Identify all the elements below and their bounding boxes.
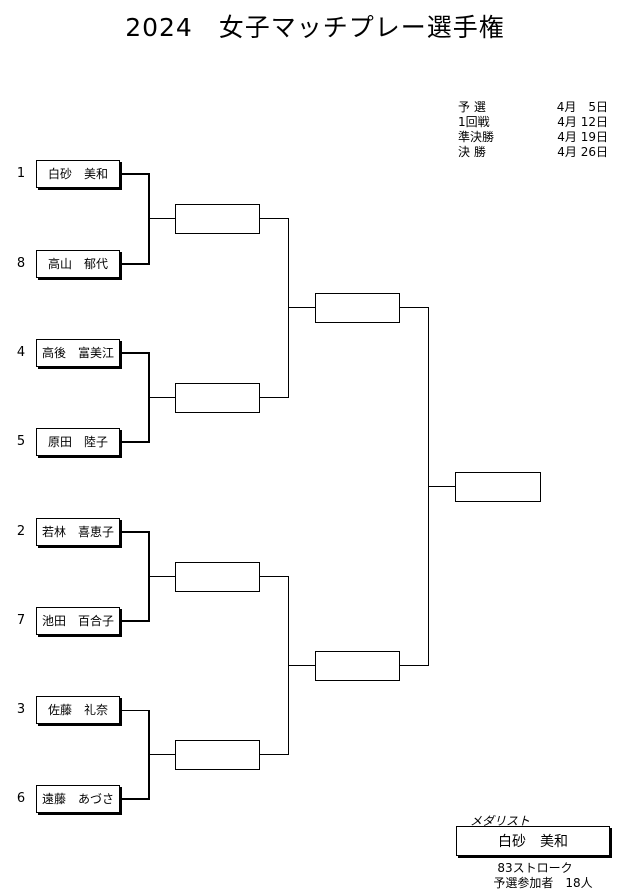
semifinal-slot: [175, 562, 260, 592]
schedule-date: 4月 5日: [556, 100, 608, 114]
qualifying-participants: 予選参加者 18人: [493, 876, 593, 890]
schedule: 予 選 4月 5日 1回戦 4月 12日 準決勝 4月 19日 決 勝 4月 2…: [458, 100, 608, 160]
bracket-line: [149, 218, 175, 219]
semifinal-slot: [175, 204, 260, 234]
schedule-label: 1回戦: [458, 115, 490, 129]
bracket-line: [120, 798, 149, 800]
schedule-date: 4月 19日: [557, 130, 608, 144]
medalist-name: 白砂 美和: [456, 826, 610, 856]
seed-number: 7: [16, 613, 26, 628]
bracket-line: [120, 710, 149, 711]
player-box: 佐藤 礼奈: [36, 696, 120, 724]
semifinal-slot: [175, 740, 260, 770]
seed-number: 4: [16, 345, 26, 360]
schedule-label: 準決勝: [458, 130, 495, 144]
seed-number: 5: [16, 434, 26, 449]
bracket-line: [120, 263, 149, 265]
bracket-line: [149, 397, 175, 398]
semifinal-slot: [175, 383, 260, 413]
player-box: 遠藤 あづさ: [36, 785, 120, 813]
bracket-line: [149, 576, 175, 577]
bracket-line: [149, 754, 175, 755]
page-title: 2024 女子マッチプレー選手権: [125, 13, 505, 42]
schedule-label: 決 勝: [458, 145, 486, 159]
player-box: 若林 喜恵子: [36, 518, 120, 546]
bracket-line: [148, 710, 150, 800]
bracket-line: [260, 397, 289, 398]
bracket-line: [120, 620, 149, 622]
player-box: 原田 陸子: [36, 428, 120, 456]
bracket-line: [120, 173, 149, 175]
schedule-row-semifinal: 準決勝 4月 19日: [458, 130, 608, 145]
bracket-line: [288, 307, 315, 308]
bracket-line: [288, 665, 315, 666]
bracket-line: [120, 352, 149, 354]
schedule-row-round1: 1回戦 4月 12日: [458, 115, 608, 130]
schedule-row-final: 決 勝 4月 26日: [458, 145, 608, 160]
final-slot: [315, 293, 400, 323]
bracket-line: [260, 218, 289, 219]
medalist-label: メダリスト: [470, 814, 531, 828]
seed-number: 6: [16, 791, 26, 806]
bracket-line: [260, 754, 289, 755]
bracket-line: [260, 576, 289, 577]
seed-number: 2: [16, 524, 26, 539]
champion-slot: [455, 472, 541, 502]
bracket-line: [428, 486, 455, 487]
schedule-row-qualifying: 予 選 4月 5日: [458, 100, 608, 115]
player-box: 高後 富美江: [36, 339, 120, 367]
bracket-line: [400, 665, 429, 666]
schedule-date: 4月 12日: [557, 115, 608, 129]
seed-number: 8: [16, 256, 26, 271]
final-slot: [315, 651, 400, 681]
schedule-date: 4月 26日: [557, 145, 608, 159]
bracket-line: [400, 307, 429, 308]
seed-number: 1: [16, 166, 26, 181]
bracket-line: [120, 441, 149, 443]
seed-number: 3: [16, 702, 26, 717]
medalist-score: 83ストローク: [497, 861, 573, 875]
bracket-line: [288, 218, 289, 398]
player-box: 池田 百合子: [36, 607, 120, 635]
player-box: 高山 郁代: [36, 250, 120, 278]
bracket-line: [120, 531, 149, 533]
schedule-label: 予 選: [458, 100, 486, 114]
bracket-line: [148, 173, 150, 265]
player-box: 白砂 美和: [36, 160, 120, 188]
